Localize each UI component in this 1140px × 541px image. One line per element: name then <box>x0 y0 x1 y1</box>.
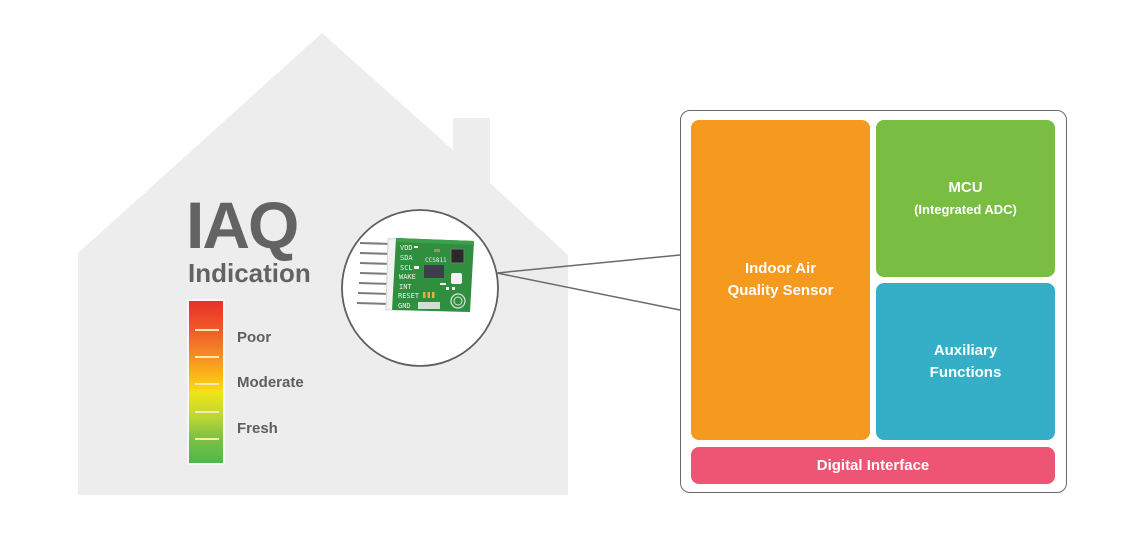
block-auxiliary-functions: Auxiliary Functions <box>876 283 1055 440</box>
svg-text:VDD: VDD <box>400 244 413 252</box>
svg-text:SCL: SCL <box>400 264 413 272</box>
scale-tick <box>195 438 219 440</box>
iaq-subtitle: Indication <box>188 258 311 288</box>
secondary-sensor <box>450 248 465 264</box>
svg-text:GND: GND <box>398 302 411 310</box>
led <box>451 273 462 284</box>
scale-label-poor: Poor <box>237 329 272 346</box>
block-iaq-sensor-line2: Quality Sensor <box>727 282 834 299</box>
scale-tick <box>195 411 219 413</box>
board-logo <box>450 293 466 309</box>
iaq-title: IAQ <box>186 188 299 262</box>
scale-tick <box>195 356 219 358</box>
svg-text:RESET: RESET <box>398 292 420 300</box>
block-digital-label: Digital Interface <box>816 457 930 474</box>
scale-tick <box>195 329 219 331</box>
block-aux-line1: Auxiliary <box>933 341 998 359</box>
block-aux-line2: Functions <box>929 363 1002 381</box>
scale-tick <box>195 383 219 385</box>
chip-label: CCS811 <box>425 257 447 264</box>
scale-label-moderate: Moderate <box>237 374 304 391</box>
block-digital-interface: Digital Interface <box>691 447 1055 484</box>
svg-text:INT: INT <box>399 283 412 291</box>
block-mcu: MCU (Integrated ADC) <box>876 120 1055 277</box>
header-pins <box>356 242 393 305</box>
sensor-chip <box>424 265 444 278</box>
air-quality-scale-bar <box>187 299 225 465</box>
pin-labels: VDD SDA SCL WAKE INT RESET GND <box>398 244 420 310</box>
svg-text:SDA: SDA <box>400 254 413 262</box>
svg-text:WAKE: WAKE <box>399 273 416 281</box>
block-iaq-sensor: Indoor Air Quality Sensor <box>691 120 870 440</box>
block-iaq-sensor-line1: Indoor Air <box>744 260 817 277</box>
sensor-board-image: VDD SDA SCL WAKE INT RESET GND CCS811 <box>356 237 474 312</box>
block-mcu-title: MCU <box>948 178 983 196</box>
block-mcu-subtitle: (Integrated ADC) <box>914 201 1017 217</box>
scale-label-fresh: Fresh <box>237 420 278 437</box>
